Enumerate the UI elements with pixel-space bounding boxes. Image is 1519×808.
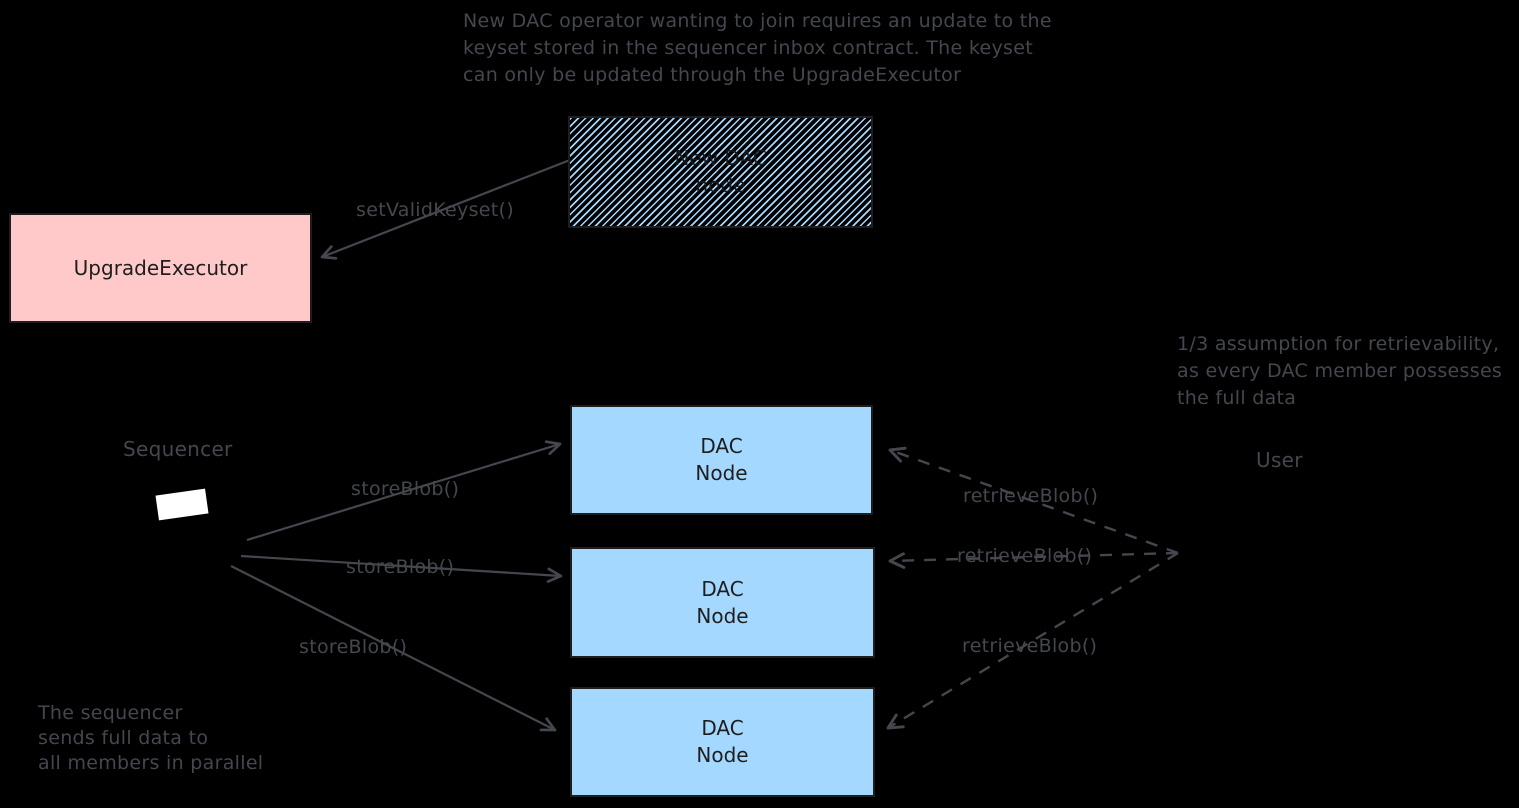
dac-node-label-1: DAC Node — [695, 434, 748, 485]
note-keyset-update: New DAC operator wanting to join require… — [463, 10, 1052, 86]
upgrade-executor-label: UpgradeExecutor — [73, 255, 248, 280]
dac-node-label-2: DAC Node — [696, 576, 749, 628]
note-parallel-send: The sequencer sends full data to all mem… — [38, 702, 264, 774]
new-dac-node-label: New DAC node — [674, 146, 767, 197]
dac-node-box-2: DAC Node — [570, 547, 875, 658]
edge-label-store-blob-3: storeBlob() — [299, 636, 408, 658]
edge-label-retrieve-blob-2: retrieveBlob() — [957, 545, 1093, 567]
note-retrievability: 1/3 assumption for retrievability, as ev… — [1177, 333, 1503, 409]
edge-label-store-blob-2: storeBlob() — [346, 556, 455, 578]
upgrade-executor-box: UpgradeExecutor — [9, 213, 312, 323]
edge-label-retrieve-blob-1: retrieveBlob() — [963, 485, 1099, 507]
edge-label-set-valid-keyset: setValidKeyset() — [356, 199, 514, 221]
dac-node-box-1: DAC Node — [570, 405, 873, 515]
edge-label-store-blob-1: storeBlob() — [351, 478, 460, 500]
new-dac-node-box: New DAC node — [568, 116, 873, 228]
user-label: User — [1256, 448, 1303, 472]
dac-node-label-3: DAC Node — [696, 716, 749, 767]
dac-node-box-3: DAC Node — [570, 687, 875, 797]
edge-label-retrieve-blob-3: retrieveBlob() — [962, 635, 1098, 657]
sequencer-label: Sequencer — [123, 437, 233, 461]
sequencer-chip — [155, 488, 209, 521]
